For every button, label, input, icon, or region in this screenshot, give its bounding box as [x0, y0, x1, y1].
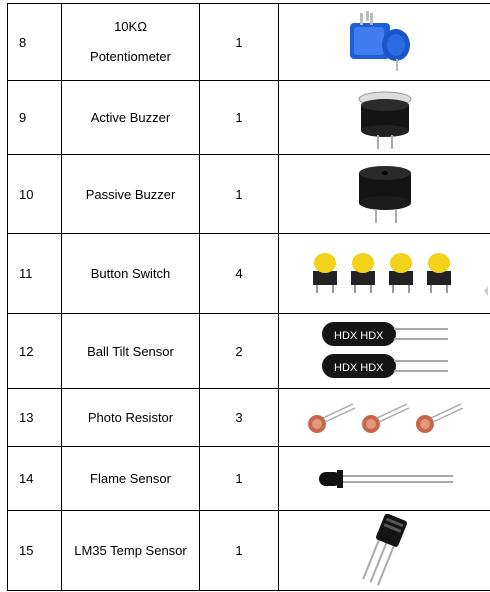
item-name: 10KΩ Potentiometer [61, 3, 200, 81]
item-name: Active Buzzer [61, 80, 200, 155]
item-quantity: 1 [199, 3, 279, 81]
item-image-cell [278, 446, 490, 511]
flame-sensor-image [319, 469, 453, 488]
sensor-label: HDX HDX [334, 330, 384, 342]
active-buzzer-image [358, 91, 412, 149]
sensor-label: HDX HDX [334, 362, 384, 374]
table-row: 10 Passive Buzzer 1 [7, 154, 490, 234]
item-number: 11 [7, 233, 62, 314]
item-quantity: 1 [199, 80, 279, 155]
item-quantity: 1 [199, 154, 279, 234]
table-row: 14 Flame Sensor 1 [7, 446, 490, 511]
lm35-sensor-image [362, 513, 407, 586]
item-image-cell [278, 3, 490, 81]
item-name-line: 10KΩ [114, 19, 147, 34]
table-row: 15 LM35 Temp Sensor 1 [7, 510, 490, 591]
item-quantity: 4 [199, 233, 279, 314]
table-row: 8 10KΩ Potentiometer 1 [7, 3, 490, 81]
item-number: 10 [7, 154, 62, 234]
item-name: Button Switch [61, 233, 200, 314]
item-name: LM35 Temp Sensor [61, 510, 200, 591]
item-name: Ball Tilt Sensor [61, 313, 200, 389]
item-name: Photo Resistor [61, 388, 200, 447]
item-quantity: 3 [199, 388, 279, 447]
item-image-cell [278, 510, 490, 591]
item-number: 13 [7, 388, 62, 447]
table-row: 9 Active Buzzer 1 [7, 80, 490, 155]
item-number: 14 [7, 446, 62, 511]
item-number: 9 [7, 80, 62, 155]
item-quantity: 1 [199, 446, 279, 511]
parts-table: 8 10KΩ Potentiometer 1 9 Active Buzzer 1 [7, 3, 490, 591]
item-image-cell [278, 154, 490, 234]
item-image-cell: HDX HDX HDX HDX [278, 313, 490, 389]
item-image-cell [278, 233, 490, 314]
potentiometer-image [350, 11, 410, 71]
table-row: 12 Ball Tilt Sensor 2 HDX HDX HDX HDX [7, 313, 490, 389]
button-switch-image [313, 252, 451, 293]
table-row: 11 Button Switch 4 [7, 233, 490, 314]
page-edge-mark-icon [484, 286, 488, 296]
item-name-line: Potentiometer [90, 49, 171, 64]
item-number: 8 [7, 3, 62, 81]
item-quantity: 1 [199, 510, 279, 591]
photo-resistor-image [308, 402, 464, 433]
passive-buzzer-image [359, 166, 411, 223]
item-number: 15 [7, 510, 62, 591]
ball-tilt-sensor-image: HDX HDX HDX HDX [322, 322, 448, 378]
item-name: Flame Sensor [61, 446, 200, 511]
item-name: Passive Buzzer [61, 154, 200, 234]
table-row: 13 Photo Resistor 3 [7, 388, 490, 447]
item-image-cell [278, 388, 490, 447]
item-image-cell [278, 80, 490, 155]
item-quantity: 2 [199, 313, 279, 389]
item-number: 12 [7, 313, 62, 389]
